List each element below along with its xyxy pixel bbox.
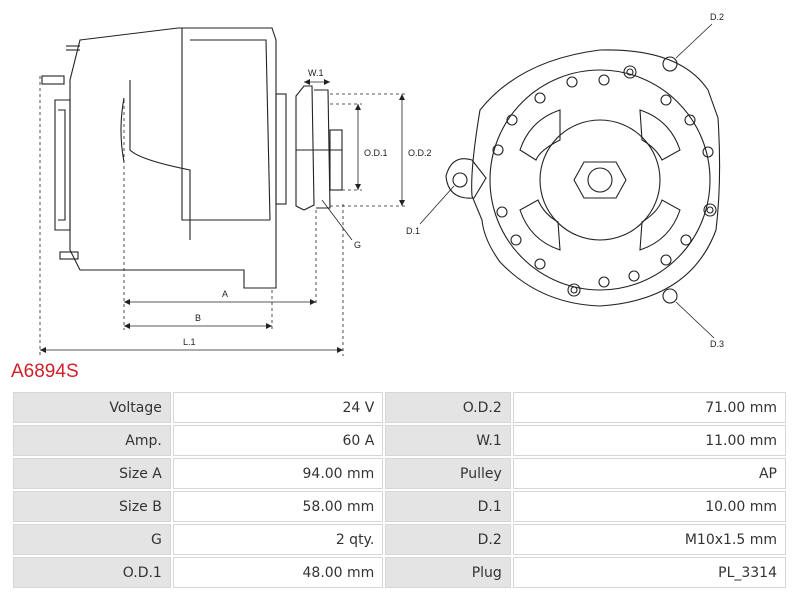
spec-label: G xyxy=(13,524,171,555)
table-row: Size A 94.00 mm Pulley AP xyxy=(13,458,786,489)
label-a: A xyxy=(222,289,228,299)
spec-label: Pulley xyxy=(385,458,511,489)
spec-label: W.1 xyxy=(385,425,511,456)
spec-label: Size B xyxy=(13,491,171,522)
label-l1: L.1 xyxy=(183,337,196,347)
label-od2: O.D.2 xyxy=(408,148,432,158)
spec-label: Voltage xyxy=(13,392,171,423)
spec-value: 58.00 mm xyxy=(172,491,384,522)
label-w1: W.1 xyxy=(308,68,324,78)
table-row: Size B 58.00 mm D.1 10.00 mm xyxy=(13,491,786,522)
label-od1: O.D.1 xyxy=(364,148,388,158)
spec-value: AP xyxy=(512,458,786,489)
spec-value: 71.00 mm xyxy=(512,392,786,423)
spec-label: D.1 xyxy=(385,491,511,522)
technical-drawing: W.1 O.D.1 O.D.2 G A B L.1 D.1 D.2 D.3 xyxy=(39,12,724,356)
alternator-side-view xyxy=(41,27,343,289)
spec-value: 94.00 mm xyxy=(172,458,384,489)
part-number-title: A6894S xyxy=(11,361,79,382)
spec-label: Amp. xyxy=(13,425,171,456)
table-row: Voltage 24 V O.D.2 71.00 mm xyxy=(13,392,786,423)
label-g: G xyxy=(354,240,361,250)
spec-label: Size A xyxy=(13,458,171,489)
spec-value: 2 qty. xyxy=(172,524,384,555)
label-d1: D.1 xyxy=(406,226,420,236)
spec-value: PL_3314 xyxy=(512,557,786,588)
label-d3: D.3 xyxy=(710,339,724,349)
specs-table: Voltage 24 V O.D.2 71.00 mm Amp. 60 A W.… xyxy=(11,390,788,590)
spec-label: D.2 xyxy=(385,524,511,555)
dimension-lines xyxy=(39,76,406,356)
spec-label: O.D.1 xyxy=(13,557,171,588)
table-row: Amp. 60 A W.1 11.00 mm xyxy=(13,425,786,456)
spec-value: 10.00 mm xyxy=(512,491,786,522)
spec-value: 60 A xyxy=(172,425,384,456)
spec-value: 24 V xyxy=(172,392,384,423)
spec-value: 11.00 mm xyxy=(512,425,786,456)
label-d2: D.2 xyxy=(710,12,724,22)
spec-value: M10x1.5 mm xyxy=(512,524,786,555)
table-row: G 2 qty. D.2 M10x1.5 mm xyxy=(13,524,786,555)
spec-value: 48.00 mm xyxy=(172,557,384,588)
alternator-front-view xyxy=(419,23,721,339)
label-b: B xyxy=(195,313,201,323)
spec-label: Plug xyxy=(385,557,511,588)
table-row: O.D.1 48.00 mm Plug PL_3314 xyxy=(13,557,786,588)
spec-label: O.D.2 xyxy=(385,392,511,423)
